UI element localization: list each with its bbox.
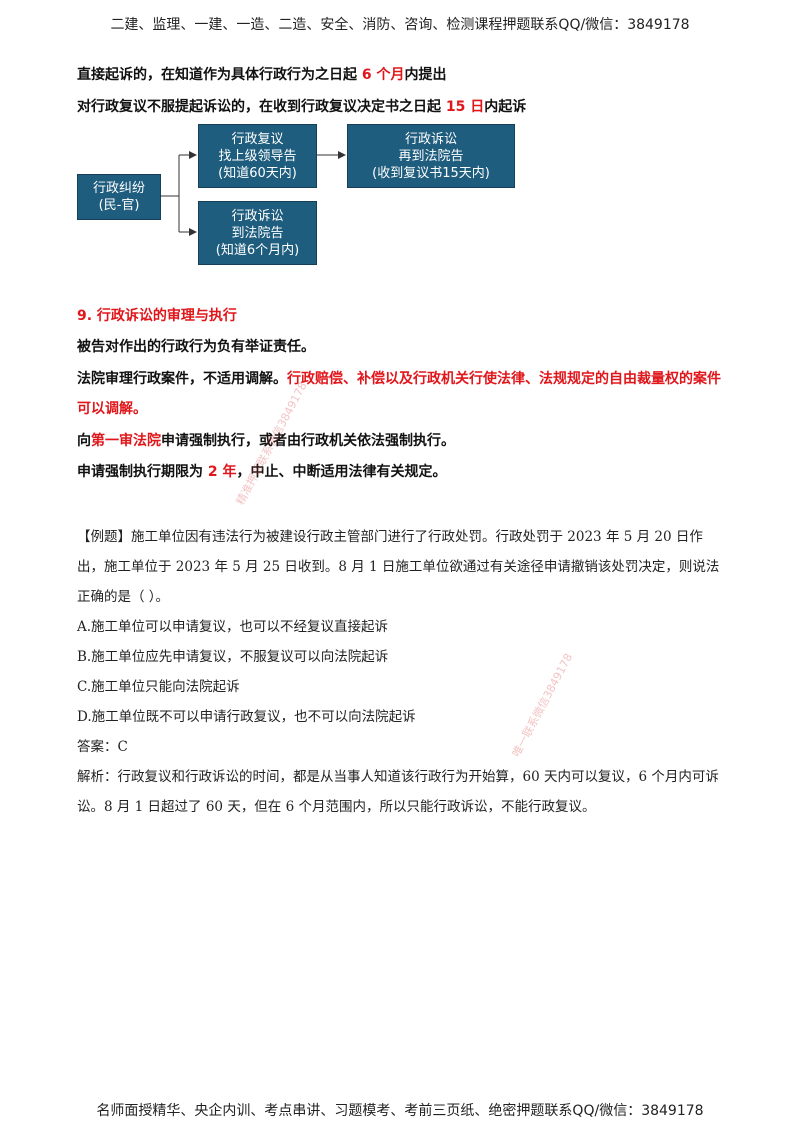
- box-admin-review-line1: 行政复议: [231, 131, 284, 147]
- box-admin-review-line3: (知道60天内): [218, 165, 297, 181]
- box-direct-litigation-line1: 行政诉讼: [231, 208, 284, 224]
- para-mediation: 法院审理行政案件，不适用调解。行政赔偿、补偿以及行政机关行使法律、法规规定的自由…: [77, 364, 727, 424]
- example-analysis: 解析：行政复议和行政诉讼的时间，都是从当事人知道该行政行为开始算，60 天内可以…: [77, 769, 719, 815]
- box-direct-litigation: 行政诉讼 到法院告 (知道6个月内): [198, 201, 317, 265]
- option-b: B.施工单位应先申请复议，不服复议可以向法院起诉: [77, 649, 389, 665]
- box-direct-litigation-line3: (知道6个月内): [215, 242, 300, 258]
- box-admin-review: 行政复议 找上级领导告 (知道60天内): [198, 124, 317, 188]
- rule-review-suit-deadline: 15 日: [445, 99, 485, 115]
- para-period-post: ，中止、中断适用法律有关规定。: [236, 464, 447, 480]
- section-title: 9. 行政诉讼的审理与执行: [77, 308, 237, 324]
- box-admin-review-line2: 找上级领导告: [218, 148, 297, 164]
- para-mediation-pre: 法院审理行政案件，不适用调解。: [77, 371, 287, 387]
- para-enforcement-pre: 向: [77, 433, 91, 449]
- rule-direct-suit-post: 内提出: [404, 67, 447, 83]
- box-litigation-after-review: 行政诉讼 再到法院告 (收到复议书15天内): [347, 124, 515, 188]
- rule-direct-suit-deadline: 6 个月: [361, 67, 405, 83]
- para-enforcement-period: 申请强制执行期限为 2 年，中止、中断适用法律有关规定。: [77, 457, 727, 487]
- example-answer: 答案：C: [77, 739, 128, 755]
- page-header: 二建、监理、一建、一造、二造、安全、消防、咨询、检测课程押题联系QQ/微信：38…: [110, 17, 690, 33]
- para-period-value: 2 年: [207, 464, 237, 480]
- rule-review-suit-post: 内起诉: [484, 99, 527, 115]
- rule-review-suit-pre: 对行政复议不服提起诉讼的，在收到行政复议决定书之日起: [77, 99, 446, 115]
- para-period-pre: 申请强制执行期限为: [77, 464, 208, 480]
- para-enforcement-post: 申请强制执行，或者由行政机关依法强制执行。: [161, 433, 455, 449]
- option-a: A.施工单位可以申请复议，也可以不经复议直接起诉: [77, 619, 389, 635]
- box-litigation-after-review-line1: 行政诉讼: [404, 131, 457, 147]
- example-question: 【例题】施工单位因有违法行为被建设行政主管部门进行了行政处罚。行政处罚于 202…: [77, 522, 727, 822]
- para-enforcement-court: 向第一审法院申请强制执行，或者由行政机关依法强制执行。: [77, 426, 727, 456]
- example-stem: 【例题】施工单位因有违法行为被建设行政主管部门进行了行政处罚。行政处罚于 202…: [77, 529, 720, 605]
- page-footer: 名师面授精华、央企内训、考点串讲、习题模考、考前三页纸、绝密押题联系QQ/微信：…: [96, 1103, 704, 1119]
- box-admin-dispute-line2: (民-官): [98, 198, 140, 213]
- para-enforcement-court-name: 第一审法院: [91, 433, 161, 449]
- box-litigation-after-review-line3: (收到复议书15天内): [372, 165, 490, 181]
- box-litigation-after-review-line2: 再到法院告: [398, 148, 464, 164]
- para-mediation-exception: 行政赔偿、补偿以及行政机关行使法律、法规规定的自由裁量权的案件可以调解。: [77, 371, 721, 417]
- box-admin-dispute: 行政纠纷 (民-官): [77, 174, 161, 220]
- rule-review-suit: 对行政复议不服提起诉讼的，在收到行政复议决定书之日起 15 日内起诉: [77, 96, 526, 116]
- para-burden-of-proof: 被告对作出的行政行为负有举证责任。: [77, 339, 315, 355]
- flow-connectors: [160, 151, 346, 236]
- box-direct-litigation-line2: 到法院告: [231, 225, 284, 241]
- option-c: C.施工单位只能向法院起诉: [77, 679, 240, 695]
- option-d: D.施工单位既不可以申请行政复议，也不可以向法院起诉: [77, 709, 416, 725]
- rule-direct-suit-pre: 直接起诉的，在知道作为具体行政行为之日起: [77, 67, 362, 83]
- rule-direct-suit: 直接起诉的，在知道作为具体行政行为之日起 6 个月内提出: [77, 64, 447, 84]
- box-admin-dispute-line1: 行政纠纷: [92, 181, 145, 196]
